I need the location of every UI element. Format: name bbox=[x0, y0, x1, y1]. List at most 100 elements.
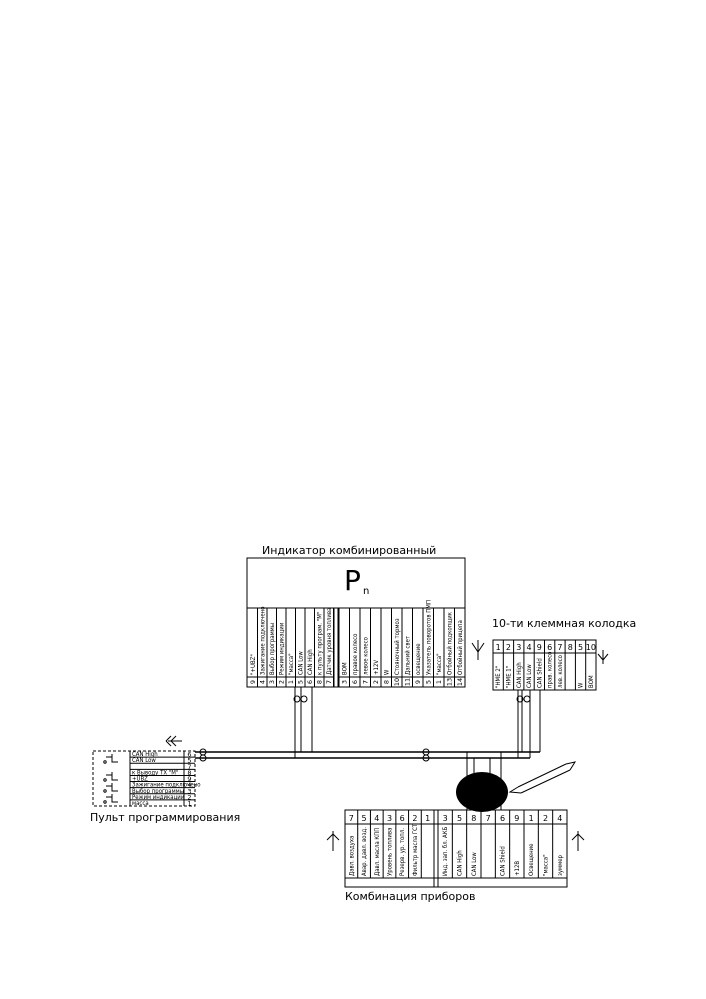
remote-row-label: Зажигание подключено bbox=[132, 782, 201, 789]
terminal-label: "НМЕ 1" bbox=[505, 666, 512, 688]
indicator-left-pin-number: 5 bbox=[296, 680, 304, 684]
combination-left-number: 5 bbox=[362, 814, 367, 823]
terminal-label: W bbox=[578, 682, 585, 688]
remote-row-label: +UBZ bbox=[132, 776, 148, 783]
combination-right-number: 5 bbox=[457, 814, 462, 823]
combination-right-label: CAN High bbox=[457, 850, 464, 876]
indicator-right-pin-label: +12V bbox=[373, 660, 380, 675]
combination-left-label: Авар. давл. возд. bbox=[361, 827, 368, 876]
indicator-right-pin-label: W bbox=[383, 669, 390, 675]
combination-right-number: 2 bbox=[543, 814, 548, 823]
ground-symbol bbox=[326, 831, 340, 851]
indicator-title: Индикатор комбинированный bbox=[262, 544, 436, 557]
indicator-left-pin-label: CAN High bbox=[307, 649, 314, 675]
indicator-right-pin-label: Отбойный прицепа bbox=[457, 620, 464, 675]
indicator-right-pin-label: Указатель поворотов ПМП bbox=[425, 600, 432, 675]
ground-symbol bbox=[471, 640, 485, 660]
indicator-right-pin-label: ВОМ bbox=[341, 662, 348, 675]
combination-title: Комбинация приборов bbox=[345, 890, 476, 903]
ground-symbol bbox=[571, 831, 585, 851]
terminal-number: 8 bbox=[568, 643, 573, 652]
indicator-right-pin-number: 10 bbox=[393, 678, 401, 686]
indicator-left-pin-number: 4 bbox=[258, 680, 266, 684]
combination-left-label: Уровень топлива bbox=[387, 828, 394, 876]
indicator-right-pin-label: "масса" bbox=[436, 653, 443, 675]
remote-row-label: Выбор программы bbox=[132, 788, 184, 795]
combination-right-number: 8 bbox=[471, 814, 476, 823]
remote-row-number: 2 bbox=[187, 793, 191, 801]
remote-row-label: CAN Low bbox=[132, 757, 156, 764]
terminal-number: 1 bbox=[496, 643, 501, 652]
indicator-left-pin-label: Режим индикации bbox=[278, 622, 285, 675]
ground-symbol bbox=[165, 735, 182, 747]
switch-icon bbox=[103, 754, 118, 804]
terminal-title: 10-ти клеммная колодка bbox=[492, 617, 636, 630]
terminal-number: 6 bbox=[547, 643, 552, 652]
indicator-right-pin-number: 14 bbox=[456, 678, 464, 686]
indicator-symbol-n: n bbox=[363, 586, 369, 597]
combination-right-number: 3 bbox=[443, 814, 448, 823]
remote-row-label: CAN High bbox=[132, 751, 158, 758]
wires bbox=[195, 687, 577, 812]
remote-row-number: 6 bbox=[187, 751, 191, 759]
remote-row-number: 4 bbox=[187, 781, 191, 789]
combination-left-number: 6 bbox=[400, 814, 405, 823]
combination-right-number: 7 bbox=[486, 814, 491, 823]
indicator-left-pin-number: 6 bbox=[306, 680, 314, 684]
remote-frame bbox=[92, 750, 196, 807]
terminal-label: CAN Shield bbox=[536, 658, 543, 688]
combination-right-label: CAN Low bbox=[471, 852, 478, 876]
remote-row-number: 7 bbox=[187, 763, 191, 771]
indicator-left-pin-number: 9 bbox=[249, 680, 257, 684]
terminal-label: лев. колесо bbox=[557, 654, 564, 688]
combination-left-label: Давл. воздуха bbox=[348, 836, 355, 876]
terminal-number: 7 bbox=[557, 643, 562, 652]
combination-left-number: 7 bbox=[349, 814, 354, 823]
remote-row-number: 9 bbox=[187, 775, 191, 783]
combination-right-label: зуммер bbox=[557, 854, 564, 876]
combination-left-number: 1 bbox=[425, 814, 430, 823]
combination-left-label: Давл. масла КПП bbox=[374, 828, 381, 876]
terminal-block: 10-ти клеммная колодка 1"НМЕ 2"2"НМЕ 1"3… bbox=[492, 617, 636, 691]
indicator-right-pin-number: 7 bbox=[361, 680, 369, 684]
remote-row-label: к Выводу ТХ "M" bbox=[132, 769, 178, 776]
combination-left-label: Фильтр масла ГСТ bbox=[412, 823, 419, 876]
indicator-left-pin-number: 3 bbox=[268, 680, 276, 684]
terminal-number: 5 bbox=[578, 643, 583, 652]
remote-row-number: 1 bbox=[187, 800, 191, 808]
indicator-right-pin-label: правое колесо bbox=[352, 633, 359, 675]
indicator-right-pin-number: 11 bbox=[403, 678, 411, 686]
combination-right-number: 9 bbox=[514, 814, 519, 823]
terminal-number: 9 bbox=[537, 643, 542, 652]
indicator-left-pin-label: Выбор программы bbox=[269, 623, 276, 675]
terminal-label: CAN Low bbox=[526, 664, 533, 688]
indicator-right-pin-label: Дальний свет bbox=[404, 636, 411, 675]
indicator-right-pin-number: 1 bbox=[435, 680, 443, 684]
indicator-left-pin-number: 2 bbox=[277, 680, 285, 684]
indicator-left-pin-number: 1 bbox=[287, 680, 295, 684]
indicator-right-pin-number: 8 bbox=[382, 680, 390, 684]
combination-right-label: CAN Shield bbox=[500, 846, 507, 876]
combination-left-number: 2 bbox=[412, 814, 417, 823]
terminal-label: "НМЕ 2" bbox=[495, 666, 502, 688]
combination-left-label: Резерв. ур. топл. bbox=[399, 828, 406, 876]
indicator-left-pin-number: 8 bbox=[315, 680, 323, 684]
indicator-right-pin-number: 9 bbox=[414, 680, 422, 684]
indicator-right-pin-number: 3 bbox=[340, 680, 348, 684]
combination-right-label: Освещение bbox=[528, 843, 535, 876]
terminal-number: 2 bbox=[506, 643, 511, 652]
combination-right-label: "масса" bbox=[543, 854, 550, 876]
combination-left-number: 4 bbox=[374, 814, 379, 823]
combination-left-number: 3 bbox=[387, 814, 392, 823]
remote-row-label: Режим индикации bbox=[132, 794, 185, 801]
remote-title: Пульт программирования bbox=[90, 811, 240, 824]
indicator-right-pin-label: левое колесо bbox=[362, 636, 369, 675]
